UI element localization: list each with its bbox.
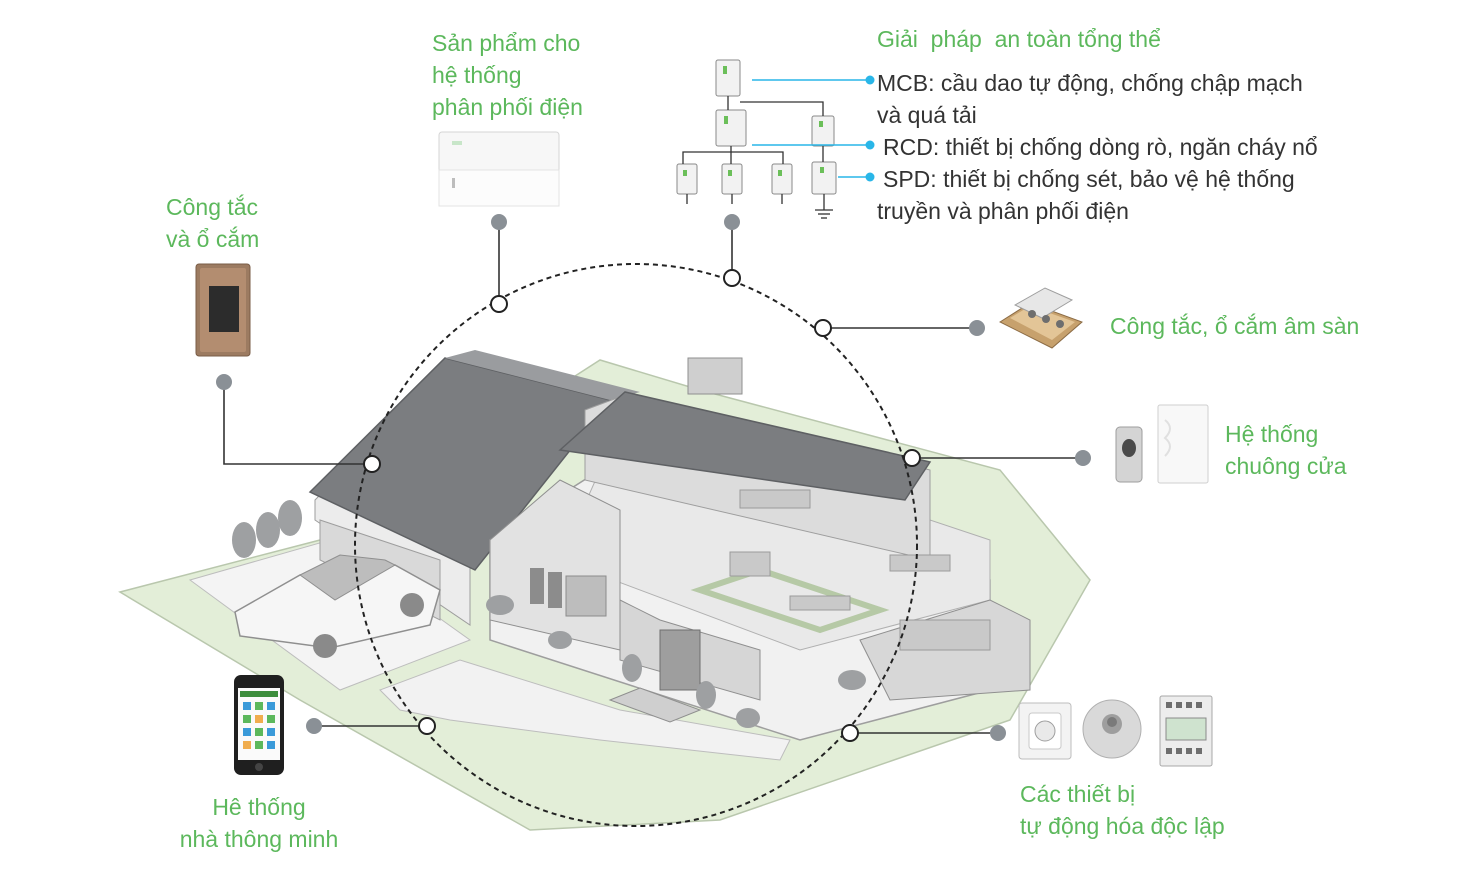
switch-socket-line-2: và ổ cắm xyxy=(166,226,260,252)
circuit-breaker-icon xyxy=(676,59,875,219)
smart-home-line-1: Hê thống xyxy=(212,794,306,820)
distribution-label-line-1: Sản phẩm cho xyxy=(432,30,581,56)
timer-relay-icon xyxy=(1159,695,1213,767)
tree-icon xyxy=(232,500,866,728)
doorbell-icon xyxy=(1115,404,1209,484)
doorbell-label: Hệ thống chuông cửa xyxy=(1225,418,1347,482)
distribution-board-icon xyxy=(438,131,560,207)
distribution-label: Sản phẩm cho hệ thống phân phối điện xyxy=(432,27,583,123)
circle-anchor-nodes xyxy=(363,269,921,742)
mcb-description: MCB: cầu dao tự động, chống chập mạch và… xyxy=(877,67,1303,131)
spd-description: SPD: thiết bị chống sét, bảo vệ hệ thống… xyxy=(877,163,1295,227)
distribution-label-line-2: hệ thống xyxy=(432,62,522,88)
car-illustration xyxy=(234,554,441,658)
mcb-line-2: và quá tải xyxy=(877,102,977,128)
automation-line-1: Các thiết bị xyxy=(1020,781,1136,807)
doorbell-line-1: Hệ thống xyxy=(1225,421,1319,447)
floor-socket-icon xyxy=(998,287,1083,349)
distribution-label-line-3: phân phối điện xyxy=(432,94,583,120)
smart-home-line-2: nhà thông minh xyxy=(179,826,339,852)
motion-sensor-icon xyxy=(1082,699,1142,759)
mcb-line-1: MCB: cầu dao tự động, chống chập mạch xyxy=(877,70,1303,96)
switch-socket-line-1: Công tắc xyxy=(166,194,259,220)
spd-line-1: SPD: thiết bị chống sét, bảo vệ hệ thống xyxy=(883,166,1295,192)
house-illustration xyxy=(118,350,1091,831)
connector-nodes xyxy=(216,214,1091,741)
wall-switch-icon xyxy=(195,263,251,357)
doorbell-line-2: chuông cửa xyxy=(1225,453,1347,479)
safety-title: Giải pháp an toàn tổng thể xyxy=(877,26,1161,52)
spd-line-2: truyền và phân phối điện xyxy=(877,198,1129,224)
rcd-description: RCD: thiết bị chống dòng rò, ngăn cháy n… xyxy=(883,134,1318,160)
smart-home-label: Hê thống nhà thông minh xyxy=(176,791,342,855)
automation-line-2: tự động hóa độc lập xyxy=(1020,813,1225,839)
automation-label: Các thiết bị tự động hóa độc lập xyxy=(1020,778,1225,842)
thermostat-icon xyxy=(1018,702,1072,760)
connector-lines xyxy=(223,222,1083,734)
smartphone-icon xyxy=(234,675,284,775)
floor-socket-label: Công tắc, ổ cắm âm sàn xyxy=(1110,313,1360,339)
solution-circle xyxy=(354,263,918,827)
switch-socket-label: Công tắc và ổ cắm xyxy=(166,191,259,255)
